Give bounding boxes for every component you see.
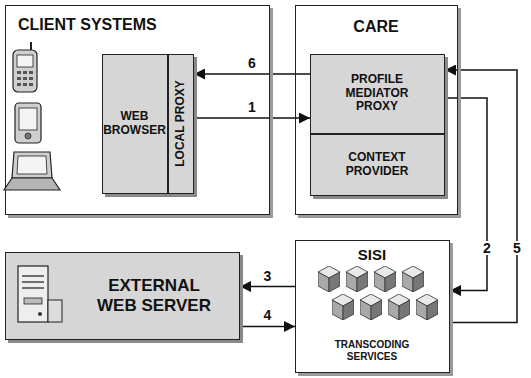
process-box: LOCAL PROXY — [168, 54, 194, 194]
box-caption: TRANSCODING SERVICES — [322, 339, 422, 362]
box-label: CONTEXT PROVIDER — [311, 135, 443, 194]
step-number: 5 — [511, 241, 523, 255]
server-box: EXTERNAL WEB SERVER — [5, 252, 240, 340]
pda-icon — [15, 103, 41, 143]
request-arrow — [240, 286, 295, 288]
step-number: 2 — [481, 241, 493, 255]
group-heading: CARE — [296, 18, 456, 36]
step-number: 4 — [262, 308, 274, 322]
group-heading: CLIENT SYSTEMS — [18, 16, 248, 34]
box-heading: SISI — [296, 246, 448, 263]
box-label: PROFILE MEDIATOR PROXY — [311, 55, 443, 132]
group-box: PROFILE MEDIATOR PROXYCONTEXT PROVIDER CA… — [295, 5, 458, 215]
group-box: WEB BROWSERLOCAL PROXY CLIENT SYSTEMS — [5, 5, 270, 215]
request-arrow — [194, 117, 310, 119]
server-icon — [18, 266, 62, 322]
service-box: SISI TRANSCODING SERVICES — [295, 240, 450, 373]
response-arrow — [445, 70, 517, 322]
step-number: 6 — [246, 56, 258, 70]
process-box: PROFILE MEDIATOR PROXY — [310, 54, 445, 134]
box-label: LOCAL PROXY — [169, 55, 192, 192]
mobile-phone-icon — [13, 42, 37, 92]
process-box: CONTEXT PROVIDER — [310, 134, 445, 196]
box-label: WEB BROWSER — [103, 55, 166, 192]
response-arrow — [194, 73, 310, 75]
transcoding-cubes — [318, 266, 438, 320]
step-number: 3 — [262, 269, 274, 283]
response-arrow — [240, 326, 295, 328]
box-label: EXTERNAL WEB SERVER — [94, 253, 214, 338]
laptop-icon — [4, 152, 60, 190]
process-box: WEB BROWSER — [102, 54, 168, 194]
request-arrow — [445, 98, 487, 291]
step-number: 1 — [246, 100, 258, 114]
